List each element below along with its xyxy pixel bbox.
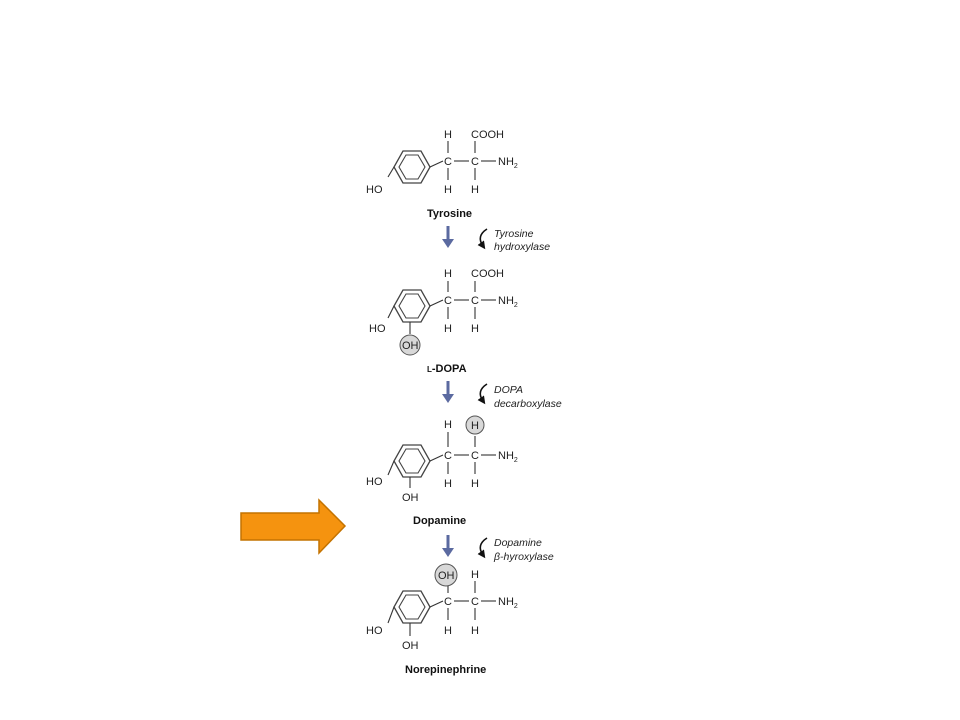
dopamine-oh-label: OH	[402, 492, 419, 504]
tyrosine-carbon-alpha: C	[444, 156, 452, 168]
tyrosine-top-h: H	[444, 129, 452, 141]
orange-pointer-arrow	[240, 498, 347, 555]
step-3-curl-arrow	[477, 537, 488, 559]
step-1-curl-arrow	[477, 228, 488, 250]
norepinephrine-name: Norepinephrine	[405, 664, 486, 676]
tyrosine-bottom-h-2: H	[471, 184, 479, 196]
step-2-curl-arrow	[477, 383, 488, 405]
tyrosine-cooh-label: COOH	[471, 129, 504, 141]
ldopa-carbon-alpha: C	[444, 295, 452, 307]
dopamine-amine-label: NH2	[498, 450, 518, 464]
dopamine-structure: HO OH C C NH2 H H H H Dopamine	[366, 415, 518, 527]
dopamine-replaced-h-label: H	[471, 420, 479, 432]
dopamine-bottom-h-2: H	[471, 478, 479, 490]
ldopa-structure: HO OH C C NH2 H COOH H H L-DOPA	[369, 268, 518, 375]
step-1-enzyme-line2: hydroxylase	[494, 241, 550, 253]
tyrosine-bottom-h-1: H	[444, 184, 452, 196]
norepinephrine-top-h: H	[471, 569, 479, 581]
ldopa-cooh-label: COOH	[471, 268, 504, 280]
tyrosine-structure: HO C C NH2 H COOH H H Tyrosine	[366, 129, 518, 220]
step-1-arrow	[442, 226, 454, 248]
step-3-enzyme-line1: Dopamine	[494, 537, 542, 549]
dopamine-replaced-h-highlight	[465, 415, 485, 435]
dopamine-bottom-h-1: H	[444, 478, 452, 490]
step-2-enzyme-line2: decarboxylase	[494, 398, 562, 410]
dopamine-benzene-ring	[393, 444, 431, 478]
norepinephrine-added-oh-label: OH	[438, 570, 455, 582]
tyrosine-ho-label: HO	[366, 184, 383, 196]
ldopa-added-oh-highlight	[399, 334, 421, 356]
tyrosine-carbon-beta: C	[471, 156, 479, 168]
dopamine-carbon-beta: C	[471, 450, 479, 462]
dopamine-carbon-alpha: C	[444, 450, 452, 462]
step-1: Tyrosine hydroxylase	[442, 226, 550, 253]
ldopa-benzene-ring	[393, 289, 431, 323]
ldopa-top-h: H	[444, 268, 452, 280]
norepinephrine-oh-label: OH	[402, 640, 419, 652]
tyrosine-name: Tyrosine	[427, 208, 472, 220]
ldopa-added-oh-label: OH	[402, 340, 419, 352]
norepinephrine-ho-label: HO	[366, 625, 383, 637]
step-3-enzyme-line2: β-hyroxylase	[493, 551, 554, 563]
step-2-arrow	[442, 381, 454, 403]
norepinephrine-benzene-ring	[393, 590, 431, 624]
step-3-arrow	[442, 535, 454, 557]
ldopa-ho-label: HO	[369, 323, 386, 335]
tyrosine-benzene-ring	[393, 150, 431, 184]
dopamine-name: Dopamine	[413, 515, 466, 527]
step-2-enzyme-line1: DOPA	[494, 384, 523, 396]
step-2: DOPA decarboxylase	[442, 381, 562, 410]
ldopa-amine-label: NH2	[498, 295, 518, 309]
dopamine-ho-label: HO	[366, 476, 383, 488]
ldopa-bottom-h-1: H	[444, 323, 452, 335]
ldopa-bottom-h-2: H	[471, 323, 479, 335]
norepinephrine-amine-label: NH2	[498, 596, 518, 610]
dopamine-top-h: H	[444, 419, 452, 431]
norepinephrine-bottom-h-1: H	[444, 625, 452, 637]
norepinephrine-bottom-h-2: H	[471, 625, 479, 637]
step-1-enzyme-line1: Tyrosine	[494, 228, 534, 240]
step-3: Dopamine β-hyroxylase	[442, 535, 554, 563]
norepinephrine-carbon-beta: C	[471, 596, 479, 608]
norepinephrine-structure: HO OH C C NH2 OH H H H Norepinephrine	[366, 563, 518, 676]
norepinephrine-added-oh-highlight	[434, 563, 458, 587]
norepinephrine-carbon-alpha: C	[444, 596, 452, 608]
ldopa-carbon-beta: C	[471, 295, 479, 307]
ldopa-name: L-DOPA	[427, 363, 467, 375]
tyrosine-amine-label: NH2	[498, 156, 518, 170]
